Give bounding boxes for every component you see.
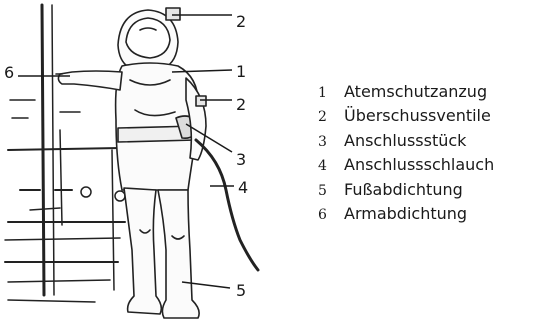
legend-number: 3 bbox=[318, 130, 344, 154]
legend-number: 4 bbox=[318, 154, 344, 178]
callout-6: 6 bbox=[4, 63, 14, 82]
scaffold-drawing bbox=[5, 5, 125, 302]
legend-label: Fußabdichtung bbox=[344, 178, 463, 202]
legend-label: Überschussventile bbox=[344, 104, 491, 128]
legend-number: 5 bbox=[318, 179, 344, 203]
legend-label: Atemschutzanzug bbox=[344, 80, 487, 104]
legend-label: Anschlussstück bbox=[344, 129, 466, 153]
callout-2-side: 2 bbox=[236, 95, 246, 114]
legend-number: 6 bbox=[318, 203, 344, 227]
callout-5: 5 bbox=[236, 281, 246, 300]
callout-4: 4 bbox=[238, 178, 248, 197]
legend-label: Anschlussschlauch bbox=[344, 153, 494, 177]
legend-number: 2 bbox=[318, 105, 344, 129]
callout-2-top: 2 bbox=[236, 12, 246, 31]
suit-figure-drawing bbox=[56, 8, 258, 318]
legend-number: 1 bbox=[318, 81, 344, 105]
legend-label: Armabdichtung bbox=[344, 202, 467, 226]
callout-1: 1 bbox=[236, 62, 246, 81]
callout-3: 3 bbox=[236, 150, 246, 169]
